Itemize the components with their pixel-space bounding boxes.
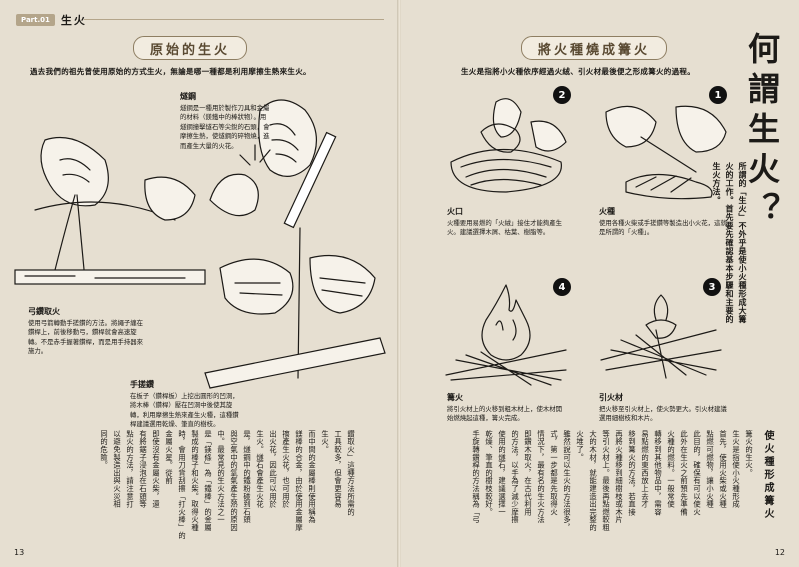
step-title: 火口 [447, 207, 463, 216]
body-col: 手旋轉鑽桿的方法稱為「弓 [472, 430, 481, 524]
section-name: 生火 [60, 14, 87, 27]
step-text: 將引火材上的火移到粗木材上，使木材開始燃燒起這種，篝火完成。 [447, 404, 563, 423]
step-text: 把火移至引火材上，使火勢更大。引火材建議選用細樹枝和木片。 [599, 404, 727, 423]
caption-step-bonfire: 篝火 將引火材上的火移到粗木材上，使木材開始燃燒起這種，篝火完成。 [447, 393, 567, 424]
body-col: 篝火的生火。 [745, 430, 754, 477]
left-intro: 過去我們的祖先曾使用原始的方式生火，無論是哪一種都是利用摩擦生熱來生火。 [30, 67, 311, 76]
body-col: 大的木材，就能建造出完整的 [589, 430, 598, 532]
body-col: 而中間的金屬棒則使用稱為 [308, 430, 317, 524]
page-number-right: 12 [774, 548, 785, 557]
caption-hand-drill: 手搓鑽 在板子（鑽桿板）上挖出圓形的凹洞，將木棒（鑽桿）壓在凹洞中後使其旋轉，利… [130, 380, 240, 430]
flint-striking-illustration [209, 99, 337, 229]
section-rule [84, 19, 384, 20]
body-col: 情況下，最有名的生火方法 [537, 430, 546, 524]
step1-tinder-spark-illustration [605, 105, 727, 200]
step-text: 火種要用易燃的「火絨」接住才能夠產生火。建議選擇木屑、枯葉、樹脂等。 [447, 218, 563, 237]
step-number-badge: 2 [553, 86, 571, 104]
lead-col: 生火方法。 [712, 162, 721, 205]
body-col: 即鑽木取火，在古代利用 [524, 430, 533, 516]
page-number-left: 13 [14, 548, 25, 557]
lead-col: 火的工作。首先要先確認基本步驟和主要的 [725, 162, 734, 324]
caption-flint-text: 燧鋼是一種用於製作刀具和金屬的材料（鎂鐵中的棒狀物）。用燧鋼撞擊燧石等尖銳的石頭… [180, 103, 270, 150]
page-title: 何謂生火？ [743, 32, 781, 232]
book-gutter [397, 0, 402, 567]
body-col: 移到篝火的方法，若直接 [628, 430, 637, 516]
banner-primitive-fire: 原始的生火 [133, 36, 248, 60]
body-col: 此目的，確保有可以使火 [693, 430, 702, 516]
body-col: 金屬火星。從前 [165, 430, 174, 485]
caption-flint-title: 燧鋼 [180, 92, 196, 101]
body-col: 的方法，以手為了減少摩擦 [511, 430, 520, 524]
body-col: 同的危險。 [100, 430, 109, 469]
step2-tinder-bundle-illustration [450, 98, 567, 193]
body-col: 轉移到其他物品中，需容 [654, 430, 663, 516]
body-col: 乾燥、筆直的樹枝較好。 [485, 430, 494, 516]
lead-col: 所謂的「生火」不外乎是使小火種形成大篝 [738, 162, 747, 324]
body-col: 生火。 [321, 430, 330, 454]
body-col: 等引火材上。最後再點燃較粗 [602, 430, 611, 532]
right-page: 將火種燒成篝火 生火是指將小火種依序經過火絨、引火材最後便之形成篝火的過程。 何… [401, 0, 799, 567]
body-col: 有將鋸子浸泡在石頭等 [139, 430, 148, 508]
caption-hand-title: 手搓鑽 [130, 380, 154, 389]
body-col: 火堆了。 [576, 430, 585, 462]
body-col: 中。最常見的生火方法之一 [217, 430, 226, 524]
caption-bow-title: 弓鑽取火 [28, 307, 60, 316]
body-col: 點燃可燃物，讓小火種 [706, 430, 715, 508]
caption-step-fire-mouth: 火口 火種要用易燃的「火絨」接住才能夠產生火。建議選擇木屑、枯葉、樹脂等。 [447, 207, 567, 238]
part-label: Part.01 [16, 14, 55, 26]
step-text: 使用各種火柴或手搓鑽等製造出小火花，這就是所謂的「火種」。 [599, 218, 727, 237]
hand-drill-illustration [204, 227, 386, 389]
body-col: 製成的棒子和火柴。取得火種 [191, 430, 200, 532]
step-title: 篝火 [447, 393, 463, 402]
caption-bow-text: 使用弓箭轉動手搓鑽的方法。將繩子纏在鑽桿上，前後移動弓，鑽桿就會高速旋轉。不是赤… [28, 318, 144, 356]
body-col: 生火是指使小火種形成 [732, 430, 741, 508]
left-page: Part.01 生火 原始的生火 過去我們的祖先曾使用原始的方式生火，無論是哪一… [0, 0, 398, 567]
step-number-badge: 1 [709, 86, 727, 104]
step-number-badge: 3 [703, 278, 721, 296]
body-col: 即使沒有金屬火柴，還 [152, 430, 161, 508]
subhead-bonfire: 使火種形成篝火 [762, 430, 773, 521]
left-body-text: 鑽取火」這種方法所需的 工具較多，但會更容易 生火。 而中間的金屬棒則使用稱為 … [48, 430, 358, 560]
body-col: 易點燃的東西放上去才 [641, 430, 650, 508]
body-col: 鑽取火」這種方法所需的 [347, 430, 356, 516]
body-col: 生火。燧石會產生火花 [256, 430, 265, 508]
body-col: 使用的燧石，建議選擇一 [498, 430, 507, 516]
body-col: 擦產生火花，也可用於 [282, 430, 291, 508]
step4-bonfire-illustration [445, 284, 567, 386]
body-col: 此外在生火之前預先準備 [680, 430, 689, 516]
step-title: 火種 [599, 207, 615, 216]
body-col: 出火花，因此可以用於 [269, 430, 278, 508]
body-col: 與空氣中的氧氣產生熱的原因 [230, 430, 239, 532]
body-col: 是「鎂條」為「鐵棒」的金屬 [204, 430, 213, 532]
body-col: 再將火種移到細樹枝或木片 [615, 430, 624, 524]
body-col: 火種的燃料。一般常使 [667, 430, 676, 508]
caption-bow-drill: 弓鑽取火 使用弓箭轉動手搓鑽的方法。將繩子纏在鑽桿上，前後移動弓，鑽桿就會高速旋… [28, 307, 148, 357]
body-col: 是，燧鋼中的鐵粉碰到石頭 [243, 430, 252, 524]
step-title: 引火材 [599, 393, 623, 402]
lead-text: 所謂的「生火」不外乎是使小火種形成大篝 火的工作。首先要先確認基本步驟和主要的 … [710, 162, 749, 382]
body-col: 首先，使用火柴或火種 [719, 430, 728, 508]
caption-flint: 燧鋼 燧鋼是一種用於製作刀具和金屬的材料（鎂鐵中的棒狀物）。用燧鋼撞擊燧石等尖銳… [180, 92, 270, 151]
body-col: 工具較多，但會更容易 [334, 430, 343, 508]
right-intro: 生火是指將小火種依序經過火絨、引火材最後便之形成篝火的過程。 [461, 67, 695, 76]
caption-step-tinder: 火種 使用各種火柴或手搓鑽等製造出小火花，這就是所謂的「火種」。 [599, 207, 729, 238]
body-col: 以避免製造出與火災相 [113, 430, 122, 508]
caption-step-kindling: 引火材 把火移至引火材上，使火勢更大。引火材建議選用細樹枝和木片。 [599, 393, 729, 424]
body-col: 鎂棒的合金，由於使用金屬摩 [295, 430, 304, 532]
right-body-text: 篝火的生火。 生火是指使小火種形成 首先，使用火柴或火種 點燃可燃物，讓小火種 … [431, 430, 756, 560]
caption-hand-text: 在板子（鑽桿板）上挖出圓形的凹洞，將木棒（鑽桿）壓在凹洞中後使其旋轉，利用摩擦生… [130, 391, 239, 429]
step3-kindling-illustration [600, 294, 722, 379]
section-tag: Part.01 生火 [16, 12, 87, 28]
body-col: 雖然說可以生火的方法很多， [563, 430, 572, 532]
bow-drill-illustration [14, 136, 206, 285]
body-col: 點火的方法，請注意打 [126, 430, 135, 508]
body-col: 式，第一步都是先取得火 [550, 430, 559, 516]
body-col: 時，會用刀背刮擦「打火棒」的 [178, 430, 187, 540]
step-number-badge: 4 [553, 278, 571, 296]
banner-make-bonfire: 將火種燒成篝火 [521, 36, 668, 60]
